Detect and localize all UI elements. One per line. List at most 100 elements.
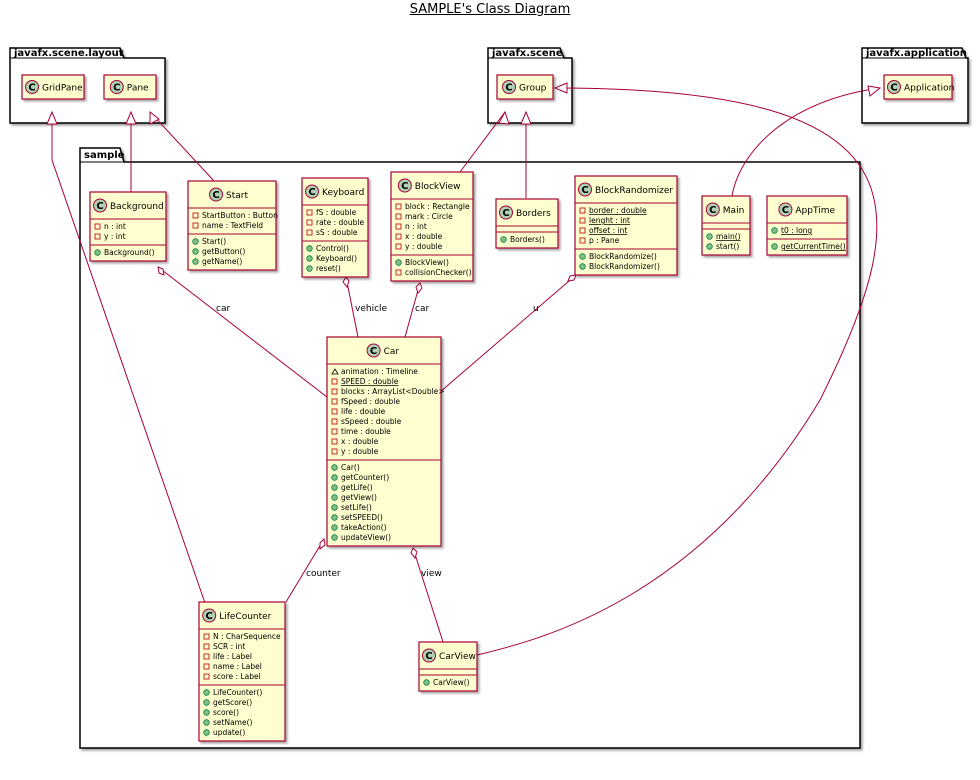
class-method: setName() [213,718,253,727]
class-gridpane[interactable]: C GridPane [21,74,85,100]
public-visibility-icon [306,265,313,272]
class-method: update() [213,728,245,737]
class-type-letter: C [782,205,789,216]
private-visibility-icon [192,212,199,219]
class-field: SPEED : double [341,377,399,386]
inherit-arrow-gridpane [46,110,58,125]
class-method: Borders() [510,235,545,244]
package-javafx-scene-layout: javafx.scene.layout [9,47,166,124]
class-type-icon [578,182,592,197]
agg-diamond-blockview [415,282,423,295]
edge-label-car-cv: view [421,569,442,579]
class-type-letter: C [709,205,716,216]
class-type-icon [397,178,412,193]
class-field: life : double [341,407,386,416]
private-visibility-icon [94,233,101,240]
class-method: start() [716,242,739,251]
class-type-letter: C [425,651,432,662]
class-field: offset : int [589,226,627,235]
private-visibility-icon [395,269,402,276]
class-type-letter: C [502,208,509,219]
class-field: block : Rectangle [405,202,470,211]
private-visibility-icon [579,207,586,214]
agg-diamond-background [157,266,165,276]
class-field: StartButton : Button [202,211,278,220]
class-field: border : double [589,206,647,215]
edge-blockrandomizer-car [439,274,577,393]
class-type-letter: C [28,83,35,94]
edge-pane-start [149,111,216,183]
class-field: lenght : int [589,216,630,225]
class-method: BlockRandomize() [589,252,657,261]
class-box [326,336,442,547]
public-visibility-icon [706,243,713,250]
public-visibility-icon [331,504,338,511]
public-visibility-icon [203,699,210,706]
class-method: reset() [316,264,341,273]
class-method: score() [213,708,239,717]
class-method: CarView() [433,678,470,687]
class-name: Application [904,84,954,94]
agg-diamond-blockrandomizer [567,274,577,282]
edge-labels: car vehicle car u counter view [216,304,539,579]
inherit-arrow-group-3 [553,82,568,94]
class-type-letter: C [890,83,897,94]
class-box [574,175,678,276]
class-application[interactable]: C Application [883,74,954,100]
class-type-icon [887,80,901,94]
private-visibility-icon [331,398,338,405]
class-field: n : int [405,222,427,231]
class-field: SCR : int [213,642,245,651]
class-field: life : Label [213,652,252,661]
public-visibility-icon [579,263,586,270]
class-method: Control() [316,244,349,253]
class-method: getCounter() [341,473,389,482]
class-type-letter: C [96,201,103,212]
class-name: GridPane [42,84,83,94]
class-method: setSPEED() [341,513,383,522]
private-visibility-icon [203,673,210,680]
class-field: p : Pane [589,236,620,245]
class-type-icon [499,205,513,220]
class-method: getButton() [202,247,245,256]
edge-group-carview [476,87,878,656]
package-label-application: javafx.application [865,48,967,59]
private-visibility-icon [306,209,313,216]
class-field: fSpeed : double [341,397,400,406]
class-method: Car() [341,463,360,472]
private-visibility-icon [395,203,402,210]
class-method: getCurrentTime() [781,242,846,251]
edge-gridpane-lifecounter [51,112,206,604]
class-method: getLife() [341,483,373,492]
agg-diamond-keyboard [342,276,350,289]
private-visibility-icon [395,243,402,250]
package-label-scene: javafx.scene [491,48,563,59]
class-name: BlockRandomizer [595,186,673,196]
private-visibility-icon [203,663,210,670]
private-visibility-icon [579,237,586,244]
inherit-arrow-group-2 [520,110,532,125]
class-type-icon [305,184,319,199]
class-type-icon [25,80,39,94]
public-visibility-icon [203,729,210,736]
public-visibility-icon [331,514,338,521]
class-field: y : double [405,242,443,251]
class-field: n : int [104,222,126,231]
public-visibility-icon [331,484,338,491]
class-name: Car [384,347,400,357]
class-method: Start() [202,237,226,246]
